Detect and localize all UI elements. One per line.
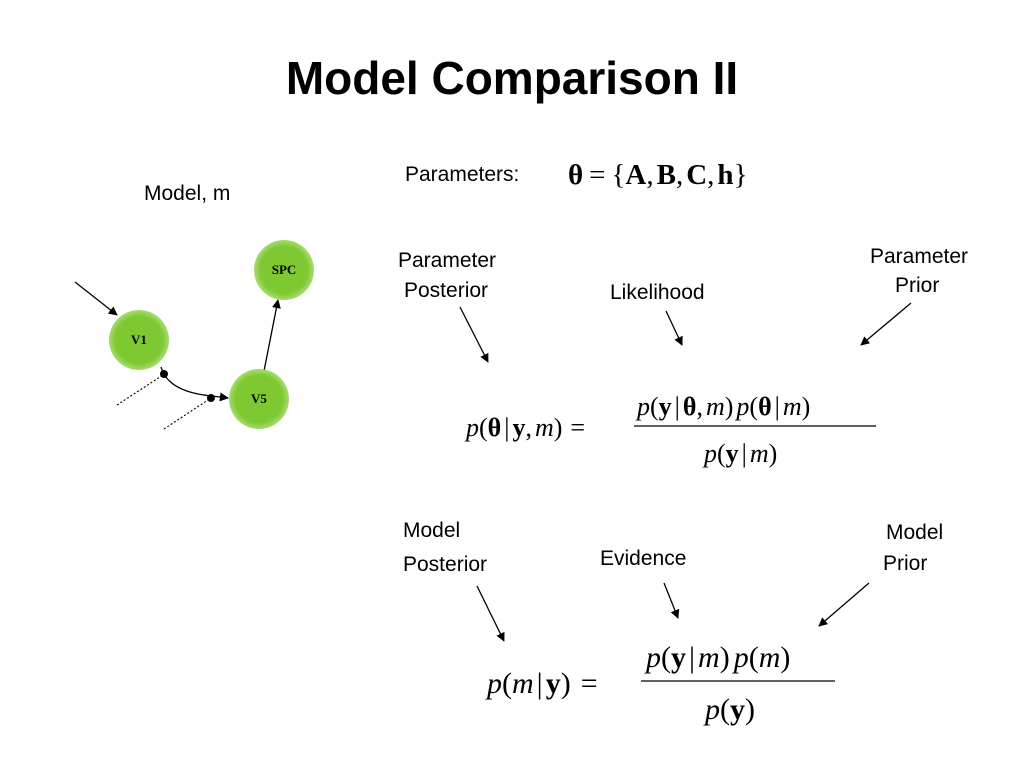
likelihood-times-prior-term: p(y|θ,m)p(θ|m) bbox=[635, 392, 810, 421]
annotation-arrows bbox=[459, 302, 912, 642]
modulatory-dotted-line-1 bbox=[116, 374, 164, 406]
param-h: h bbox=[717, 159, 733, 191]
v1-to-v5-arrow bbox=[211, 392, 229, 402]
data-evidence-denominator-term: p(y) bbox=[703, 693, 755, 726]
parameters-formula: θ={A,B,C,h} bbox=[568, 159, 747, 191]
parameter-prior-label-line1: Parameter bbox=[870, 245, 969, 268]
model-prior-label-line1: Model bbox=[886, 521, 944, 544]
node-spc: SPC bbox=[254, 240, 314, 300]
model-prior-arrow bbox=[818, 582, 870, 627]
parameter-prior-arrow bbox=[860, 302, 912, 346]
model-graph: V1 V5 SPC bbox=[74, 240, 314, 430]
node-v1: V1 bbox=[109, 310, 169, 370]
node-v5-label: V5 bbox=[251, 391, 267, 406]
node-v1-label: V1 bbox=[131, 332, 147, 347]
parameter-posterior-arrow bbox=[459, 306, 489, 363]
evidence-times-model-prior-term: p(y|m)p(m) bbox=[644, 641, 790, 674]
input-arrow bbox=[74, 281, 118, 316]
node-spc-label: SPC bbox=[272, 262, 297, 277]
model-posterior-term: p(m|y)= bbox=[485, 667, 598, 700]
param-a: A bbox=[625, 159, 646, 191]
theta-symbol: θ bbox=[568, 159, 583, 191]
parameter-posterior-term: p(θ|y,m)= bbox=[464, 413, 585, 442]
model-posterior-arrow bbox=[476, 585, 505, 642]
model-posterior-label-line1: Model bbox=[403, 519, 461, 542]
parameter-posterior-label-line2: Posterior bbox=[404, 279, 489, 302]
parameters-label: Parameters: bbox=[405, 163, 520, 186]
evidence-denominator-term: p(y|m) bbox=[702, 439, 777, 468]
parameter-posterior-label-line1: Parameter bbox=[398, 249, 497, 272]
evidence-arrow bbox=[663, 582, 680, 619]
model-prior-label-line2: Prior bbox=[883, 552, 928, 575]
v1-to-v5-curve bbox=[160, 366, 213, 397]
modulation-dot-2 bbox=[207, 394, 215, 402]
v5-to-spc-arrow bbox=[263, 299, 281, 372]
evidence-label: Evidence bbox=[600, 547, 687, 570]
model-posterior-label-line2: Posterior bbox=[403, 553, 488, 576]
modulatory-dotted-line-2 bbox=[163, 397, 212, 430]
equals-sign: = bbox=[589, 159, 605, 191]
likelihood-arrow bbox=[665, 310, 683, 346]
model-label: Model, m bbox=[144, 182, 231, 205]
model-bayes-equation: p(m|y)= p(y|m)p(m) p(y) bbox=[485, 641, 835, 726]
close-brace: } bbox=[734, 159, 748, 191]
modulation-dot-1 bbox=[160, 370, 168, 378]
parameter-prior-label-line2: Prior bbox=[895, 274, 940, 297]
slide-title: Model Comparison II bbox=[285, 52, 739, 104]
likelihood-label: Likelihood bbox=[610, 281, 705, 304]
param-b: B bbox=[657, 159, 676, 191]
param-c: C bbox=[686, 159, 707, 191]
open-brace: { bbox=[612, 159, 626, 191]
node-v5: V5 bbox=[229, 369, 289, 429]
parameter-bayes-equation: p(θ|y,m)= p(y|θ,m)p(θ|m) p(y|m) bbox=[464, 392, 876, 468]
